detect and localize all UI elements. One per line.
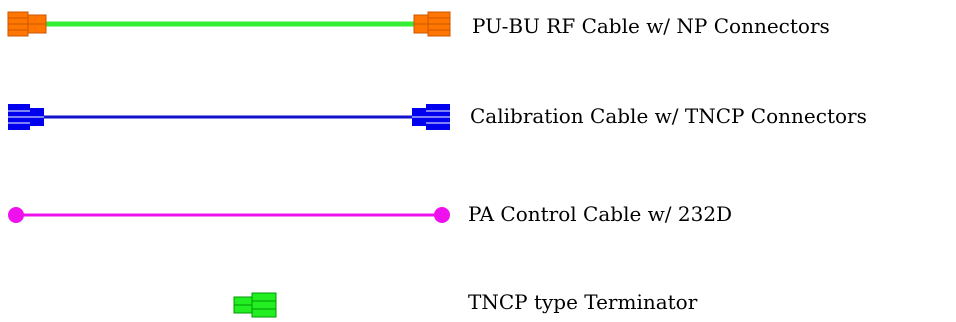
232d-connector-icon bbox=[434, 207, 450, 223]
pa-control-cable-symbol bbox=[8, 207, 450, 223]
np-connector-icon bbox=[413, 11, 451, 37]
tncp-connector-icon bbox=[412, 104, 450, 130]
rf-cable-symbol bbox=[7, 11, 451, 37]
calibration-cable-symbol bbox=[8, 104, 450, 130]
tncp-connector-icon bbox=[8, 104, 44, 130]
232d-connector-icon bbox=[8, 207, 24, 223]
np-connector-icon bbox=[7, 11, 47, 37]
tncp-terminator-icon bbox=[233, 292, 277, 318]
tncp-terminator-label: TNCP type Terminator bbox=[468, 290, 698, 314]
rf-cable-label: PU-BU RF Cable w/ NP Connectors bbox=[472, 14, 830, 38]
pa-control-cable-label: PA Control Cable w/ 232D bbox=[468, 202, 733, 226]
calibration-cable-label: Calibration Cable w/ TNCP Connectors bbox=[470, 104, 867, 128]
